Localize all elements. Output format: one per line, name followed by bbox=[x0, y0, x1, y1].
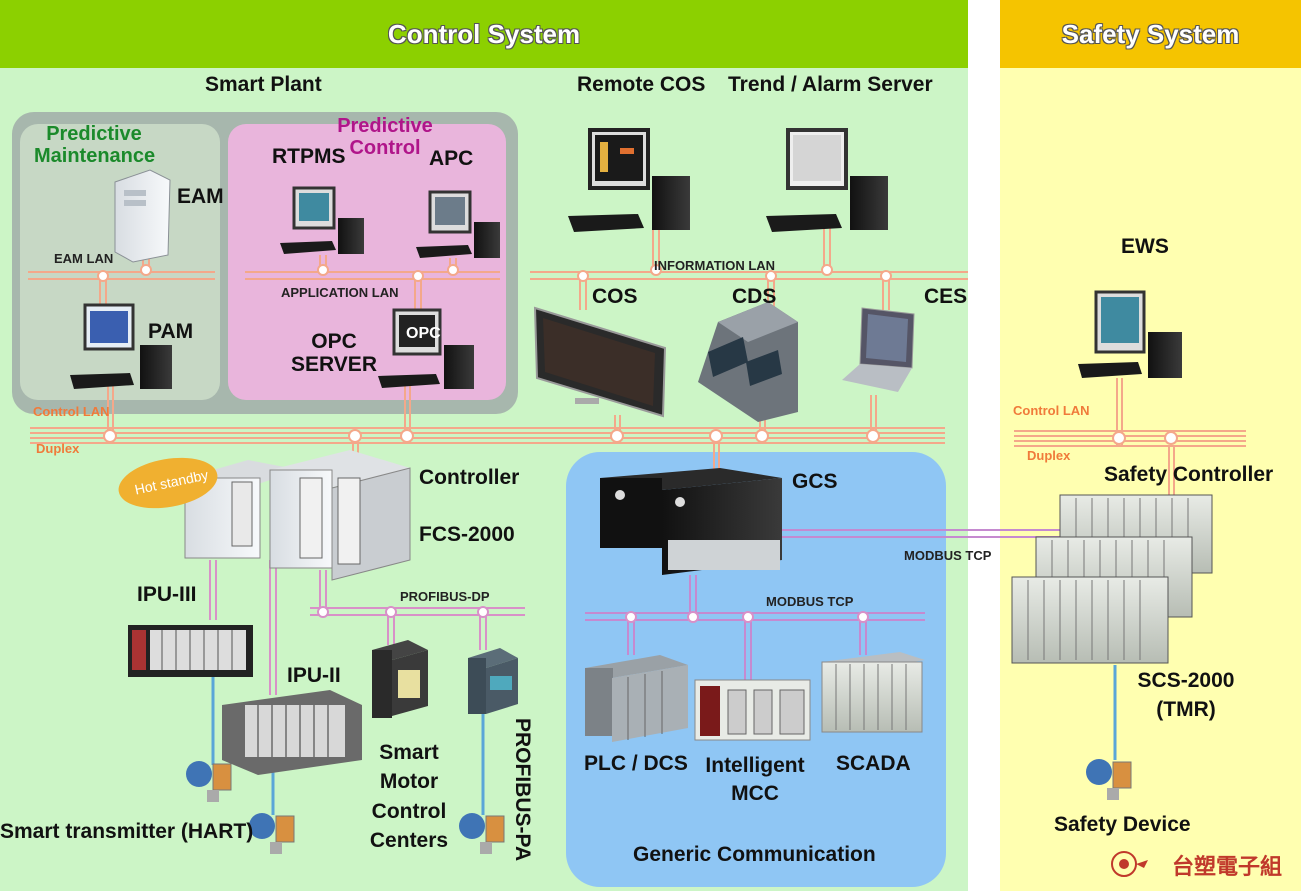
profibus-dp-label: PROFIBUS-DP bbox=[400, 589, 490, 604]
profibus-nodes bbox=[317, 606, 869, 623]
trend-alarm-server-label: Trend / Alarm Server bbox=[728, 73, 933, 96]
modbus-tcp-lines bbox=[585, 529, 1060, 680]
scs-2000-rack-icon-1 bbox=[1011, 576, 1169, 664]
modbus-tcp-link-label: MODBUS TCP bbox=[904, 548, 992, 563]
remote-cos-workstation-icon bbox=[568, 128, 690, 232]
scada-label: SCADA bbox=[836, 752, 911, 775]
safety-controller-label: Safety Controller bbox=[1104, 463, 1274, 486]
information-lan-bus bbox=[530, 228, 968, 310]
cds-label: CDS bbox=[732, 285, 777, 308]
safety-system-header: Safety System bbox=[1000, 0, 1301, 68]
apc-label: APC bbox=[429, 147, 474, 170]
eam-server-icon bbox=[114, 169, 171, 263]
company-logo-text: 台塑電子組 bbox=[1172, 854, 1283, 880]
hart-transmitter-icon-1 bbox=[186, 761, 232, 802]
fcs-2000-controller-icon bbox=[184, 450, 411, 581]
ews-workstation-icon bbox=[1078, 290, 1182, 378]
smart-transmitter-label: Smart transmitter (HART) bbox=[0, 820, 254, 843]
information-lan-label: INFORMATION LAN bbox=[654, 258, 776, 273]
safety-system-background bbox=[1000, 68, 1301, 891]
fcs-2000-label: FCS-2000 bbox=[419, 523, 515, 546]
cds-console-icon bbox=[698, 302, 798, 422]
plc-dcs-label: PLC / DCS bbox=[584, 752, 688, 775]
intelligent-mcc-label: Intelligent MCC bbox=[705, 754, 805, 806]
predictive-maintenance-label: Predictive Maintenance bbox=[34, 123, 156, 167]
safety-control-lan-label: Control LAN bbox=[1013, 403, 1090, 418]
company-logo-mark bbox=[1111, 851, 1148, 877]
pam-workstation-icon bbox=[70, 303, 172, 389]
smart-plant-title: Smart Plant bbox=[205, 73, 322, 96]
pa-transmitter-icon bbox=[459, 813, 505, 854]
smart-motor-control-centers-label: Smart Motor Control Centers bbox=[369, 741, 449, 853]
smart-mcc-device-icon bbox=[372, 640, 428, 718]
ipu-ii-rack-icon bbox=[222, 690, 362, 775]
scs-2000-tmr-label: SCS-2000 (TMR) bbox=[1137, 669, 1235, 722]
plc-dcs-cabinet-icon bbox=[585, 655, 688, 742]
duplex-label: Duplex bbox=[36, 441, 80, 456]
opc-server-icon: OPC bbox=[378, 308, 474, 389]
svg-text:OPC: OPC bbox=[406, 325, 441, 342]
control-lan-label: Control LAN bbox=[33, 404, 110, 419]
hart-transmitter-icon-2 bbox=[249, 813, 295, 854]
scada-rack-icon bbox=[821, 652, 925, 733]
bus-nodes bbox=[97, 264, 1178, 445]
generic-communication-label: Generic Communication bbox=[633, 843, 876, 866]
safety-duplex-label: Duplex bbox=[1027, 448, 1071, 463]
safety-device-label: Safety Device bbox=[1054, 813, 1191, 836]
ipu-iii-rack-icon bbox=[128, 625, 253, 677]
cos-console-icon bbox=[533, 306, 667, 418]
eam-label: EAM bbox=[177, 185, 224, 208]
safety-control-lan-bus bbox=[1014, 378, 1246, 495]
profibus-pa-label: PROFIBUS-PA bbox=[511, 718, 535, 862]
trend-alarm-server-icon bbox=[766, 128, 888, 232]
section-gap bbox=[968, 0, 1000, 891]
remote-cos-label: Remote COS bbox=[577, 73, 706, 96]
control-lan-bus bbox=[30, 385, 945, 470]
gcs-label: GCS bbox=[792, 470, 838, 493]
ces-laptop-icon bbox=[842, 307, 915, 392]
hot-standby-badge bbox=[118, 457, 218, 509]
eam-lan-label: EAM LAN bbox=[54, 251, 114, 266]
ipu-iii-label: IPU-III bbox=[137, 583, 197, 606]
safety-device-icon bbox=[1086, 759, 1132, 800]
rtpms-label: RTPMS bbox=[272, 145, 346, 168]
application-lan-label: APPLICATION LAN bbox=[281, 285, 399, 300]
profibus-pa-device-icon bbox=[468, 648, 518, 714]
gcs-chassis-icon bbox=[600, 468, 782, 575]
control-system-header: Control System bbox=[0, 0, 968, 68]
rtpms-workstation-icon bbox=[280, 186, 364, 254]
predictive-maintenance-box bbox=[20, 124, 220, 400]
predictive-control-label: Predictive Control bbox=[337, 115, 433, 159]
cos-label: COS bbox=[592, 285, 638, 308]
intelligent-mcc-icon bbox=[694, 679, 811, 741]
modbus-tcp-inner-label: MODBUS TCP bbox=[766, 594, 854, 609]
profibus-dp-bus bbox=[209, 560, 525, 695]
controller-label: Controller bbox=[419, 466, 520, 489]
apc-workstation-icon bbox=[416, 190, 500, 258]
opc-server-label: OPC SERVER bbox=[291, 330, 377, 377]
pam-label: PAM bbox=[148, 320, 194, 343]
ipu-ii-label: IPU-II bbox=[287, 664, 341, 687]
ews-label: EWS bbox=[1121, 235, 1169, 258]
ces-label: CES bbox=[924, 285, 968, 308]
